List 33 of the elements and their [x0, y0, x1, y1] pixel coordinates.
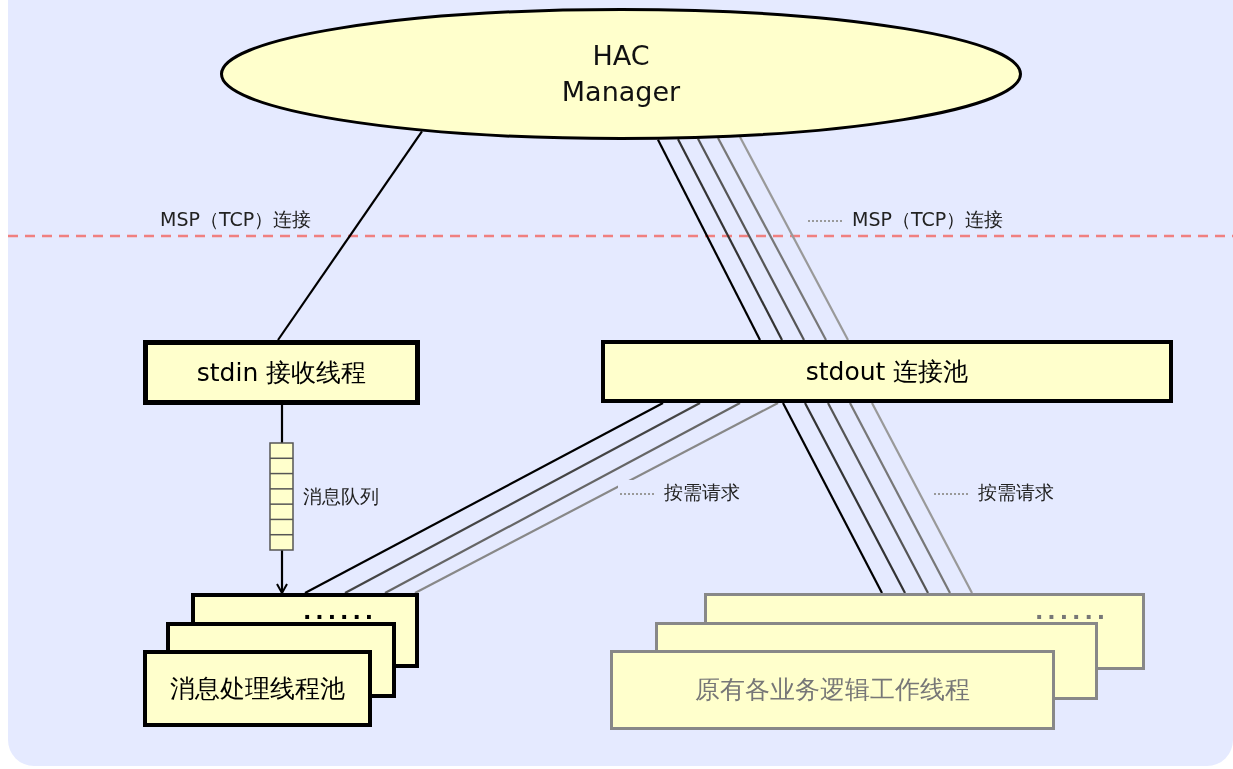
side-label: 消息队列 — [303, 484, 379, 509]
connector-line — [717, 137, 827, 341]
queue-bar — [270, 443, 293, 550]
edge-label: MSP（TCP）连接 — [158, 207, 314, 233]
connector-line — [304, 402, 664, 594]
connector-line — [827, 402, 929, 594]
node-text: stdin 接收线程 — [196, 356, 367, 389]
connector-line — [871, 402, 973, 594]
connector-line — [697, 138, 805, 341]
connector-line — [344, 402, 701, 594]
pool-box — [601, 340, 1173, 403]
connector-line — [782, 402, 883, 594]
connector-line — [677, 138, 783, 341]
ellipsis-text: ...... — [1035, 601, 1110, 623]
connector-line — [657, 139, 761, 341]
connector-line — [384, 402, 741, 594]
connector-line — [804, 402, 906, 594]
node-text: HAC Manager — [560, 38, 682, 109]
edge-label: MSP（TCP）连接 — [806, 207, 1006, 233]
node-text: 原有各业务逻辑工作线程 — [695, 674, 970, 707]
manager-ellipse — [220, 8, 1022, 140]
connector-line — [414, 402, 779, 594]
node-text: 消息处理线程池 — [170, 672, 345, 705]
connector-line — [277, 130, 423, 341]
arrow — [276, 550, 288, 594]
card-stack — [610, 593, 1145, 730]
node-text: stdout 连接池 — [805, 355, 969, 388]
ellipsis-text: ...... — [303, 601, 378, 623]
connector-line — [280, 405, 284, 443]
connector-line — [739, 136, 849, 341]
card-stack — [143, 593, 419, 727]
connector-line — [849, 402, 951, 594]
thread-box — [143, 340, 420, 405]
